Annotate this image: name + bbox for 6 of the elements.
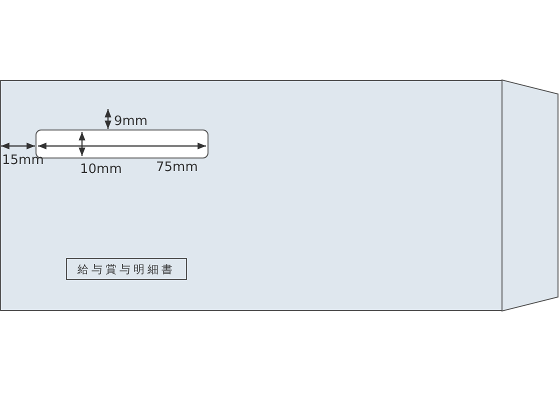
label-box [66, 258, 187, 280]
dimension-label: 75mm [156, 161, 198, 174]
dimension-label: 15mm [2, 154, 44, 167]
document-title: 給与賞与明細書 [78, 262, 176, 276]
dimension-label: 9mm [114, 115, 148, 128]
dimension-label: 10mm [80, 163, 122, 176]
